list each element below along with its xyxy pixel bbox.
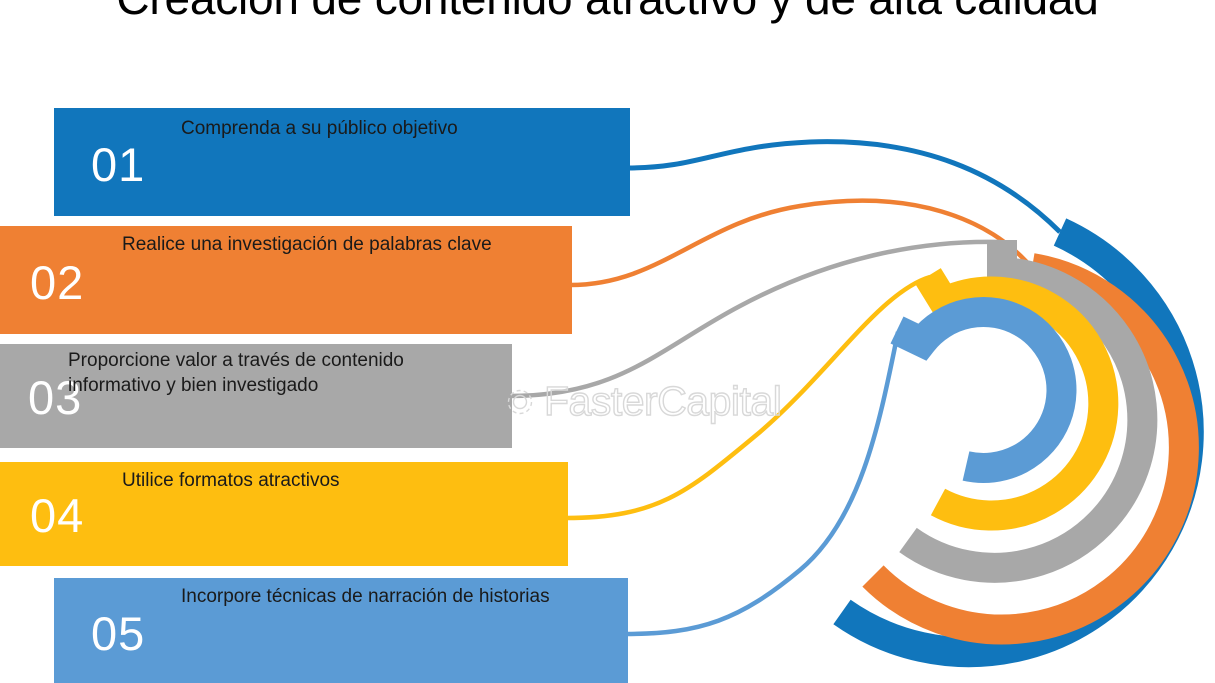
watermark: FasterCapital <box>503 377 783 425</box>
step-number-03: 03 <box>28 371 83 424</box>
connector-line-03 <box>509 239 1001 399</box>
spiral-arc-04-yellow <box>915 268 1119 531</box>
step-bar-03[interactable]: 03 Proporcione valor a través de conteni… <box>0 344 512 448</box>
step-number-05: 05 <box>91 607 146 660</box>
step-bar-05[interactable]: 05 Incorpore técnicas de narración de hi… <box>54 578 628 683</box>
spiral-arc-02-orange <box>862 253 1199 645</box>
page-title: Creación de contenido atractivo y de alt… <box>0 0 1215 26</box>
connector-line-04 <box>565 274 931 521</box>
spiral-arc-03-gray <box>899 240 1158 583</box>
connector-line-02 <box>569 198 1034 288</box>
step-bar-04[interactable]: 04 Utilice formatos atractivos <box>0 462 568 566</box>
step-number-04: 04 <box>30 489 85 542</box>
step-bar-02[interactable]: 02 Realice una investigación de palabras… <box>0 226 572 334</box>
step-number-02: 02 <box>30 256 85 309</box>
step-bar-01[interactable]: 01 Comprenda a su público objetivo <box>54 108 630 216</box>
step-label-05: Incorpore técnicas de narración de histo… <box>181 586 550 607</box>
spiral-arc-01-blue <box>833 218 1204 668</box>
connector-line-01 <box>627 139 1062 234</box>
step-number-01: 01 <box>91 138 146 191</box>
watermark-text: FasterCapital <box>543 377 782 424</box>
step-label-02: Realice una investigación de palabras cl… <box>122 234 492 255</box>
connector-line-05 <box>625 331 901 637</box>
step-label-04: Utilice formatos atractivos <box>122 470 340 491</box>
spiral-arc-05-lightblue <box>890 297 1077 483</box>
step-label-01: Comprenda a su público objetivo <box>181 118 458 139</box>
step-label-03: Proporcione valor a través de contenido … <box>68 350 404 396</box>
